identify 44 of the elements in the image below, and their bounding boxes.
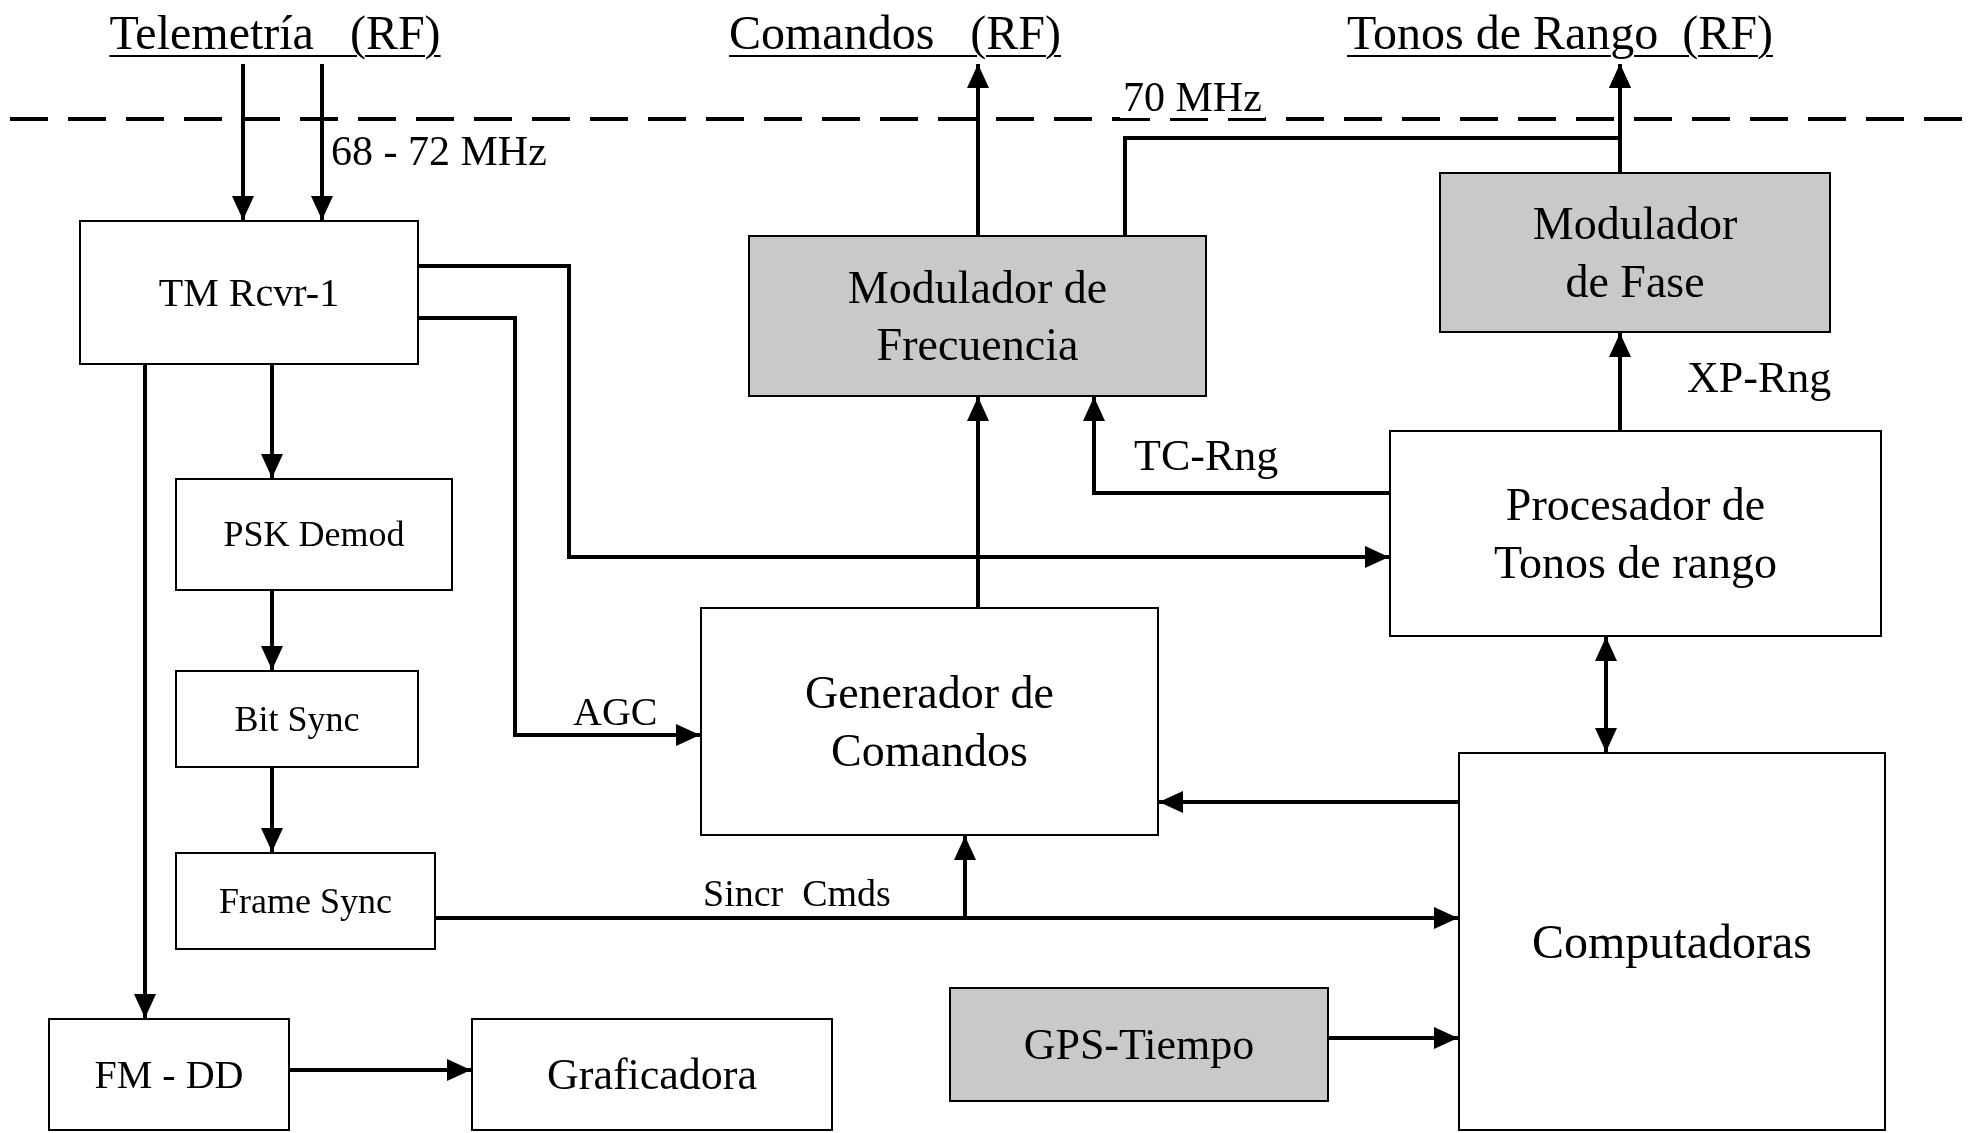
arrow (261, 768, 283, 852)
signal-heading: Comandos (RF) (729, 5, 1061, 62)
arrow (261, 365, 283, 478)
block-box (175, 852, 436, 950)
block-label: TM Rcvr-1 (158, 268, 340, 317)
arrow (1595, 637, 1617, 752)
arrow (290, 1059, 471, 1081)
block-box (1389, 430, 1882, 637)
arrow (1329, 1027, 1458, 1049)
arrow (1609, 333, 1631, 430)
block-box (48, 1018, 290, 1131)
shaded-block-box (748, 235, 1207, 397)
arrow (1609, 64, 1631, 172)
signal-heading: Tonos de Rango (RF) (1347, 5, 1773, 62)
block-label: Bit Sync (234, 697, 360, 741)
shaded-block-box (949, 987, 1329, 1102)
block-label: Modulador de Fase (1531, 197, 1739, 309)
arrow (419, 264, 1389, 568)
arrow (261, 591, 283, 670)
block-label: Modulador de Frecuencia (846, 260, 1109, 372)
arrow (967, 397, 989, 607)
block-box (471, 1018, 833, 1131)
arrow (967, 64, 989, 235)
arrow (419, 316, 700, 746)
block-label: GPS-Tiempo (1023, 1019, 1255, 1071)
signal-heading: Telemetría (RF) (109, 5, 441, 62)
block-label: Computadoras (1532, 913, 1812, 970)
shaded-block-box (1439, 172, 1831, 333)
arrow (1159, 791, 1458, 813)
block-label: Procesador de Tonos de rango (1493, 478, 1778, 590)
block-box (1458, 752, 1886, 1131)
block-box (700, 607, 1159, 836)
arrow (134, 365, 156, 1018)
block-box (175, 478, 453, 591)
block-label: PSK Demod (223, 513, 405, 556)
arrow (1083, 397, 1389, 495)
block-label: Generador de Comandos (804, 666, 1055, 778)
arrow (232, 64, 254, 220)
arrow (311, 64, 333, 220)
block-label: Frame Sync (219, 879, 392, 923)
block-label: Graficadora (546, 1049, 758, 1101)
block-box (79, 220, 419, 365)
block-label: FM - DD (94, 1050, 244, 1099)
block-box (175, 670, 419, 768)
